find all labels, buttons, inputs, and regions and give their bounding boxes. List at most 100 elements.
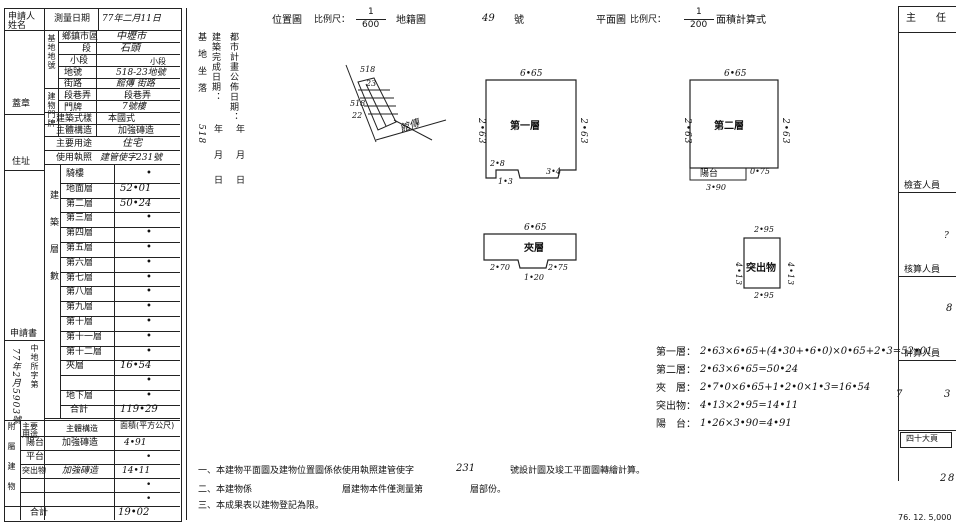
floor-row-label: 第十層 [66, 317, 94, 327]
tower-left: 4•13 [734, 262, 743, 286]
year-label-2: 年 [214, 125, 224, 135]
calc-label: 夾 層： [656, 383, 696, 394]
use-value: 住宅 [122, 138, 142, 149]
floor-row-value: • [146, 286, 152, 298]
calc-label: 陽 台： [656, 419, 696, 430]
section-value: 石頭 [120, 43, 140, 54]
note-2-tail: 層部份。 [470, 485, 507, 495]
attach-struct-label: 主體構造 [66, 424, 98, 433]
floor-row-label: 第九層 [66, 302, 94, 313]
year-label-1: 年 [236, 125, 246, 135]
subsection-label: 小段 [70, 56, 89, 66]
location-scale-label: 比例尺： [314, 15, 351, 25]
received-value: 77年2月5903號 [10, 348, 20, 426]
floor-row-value: • [146, 242, 152, 253]
calc-label: 突出物： [656, 401, 696, 412]
tower-plan [743, 237, 781, 289]
floor-row-value: • [146, 168, 152, 179]
note-2-mid: 層建物本件僅測量第 [342, 485, 424, 495]
survey-date-value: 77年二月11日 [102, 14, 161, 24]
day-label-1: 日 [236, 176, 246, 186]
mezzanine-b3: 2•75 [548, 263, 568, 272]
district-label: 鄉鎮市區 [62, 32, 99, 42]
floor-row-label: 第四層 [66, 228, 94, 239]
floor1-plan [485, 79, 577, 179]
floor-row-value: 52•01 [120, 182, 152, 194]
mezzanine-b2: 1•20 [524, 273, 544, 282]
sketch-lot-2: 23 [366, 79, 377, 88]
floor-row-label: 第六層 [66, 257, 94, 268]
district-value: 中壢市 [116, 31, 146, 42]
door-group-label: 建物門牌 [47, 92, 56, 128]
mark-4: 2 [940, 473, 947, 484]
tower-bottom: 2•95 [754, 291, 774, 300]
section-label: 段 [82, 44, 92, 54]
floor-row-divider [60, 345, 180, 347]
sheet-suffix: 號 [514, 15, 524, 26]
floor-row-value: • [146, 301, 152, 313]
floor-row-label: 第七層 [66, 272, 94, 283]
street-value: 館傳 街路 [116, 79, 155, 89]
note-2: 二、本建物係 [198, 485, 253, 495]
sketch-lot-3: 518 [350, 99, 366, 108]
permit-label: 使用執照 [56, 153, 93, 163]
floor-row-value: • [146, 345, 152, 357]
floor2-title: 第二層 [714, 121, 744, 132]
floor1-b3: 3•4 [546, 167, 561, 176]
location-scale-num: 1 [368, 7, 374, 17]
note-1-num: 231 [456, 463, 476, 474]
floor-row-value: • [146, 316, 152, 327]
floor-row-divider [60, 301, 180, 303]
floor-row-value: • [146, 271, 152, 283]
total-value: 19•02 [118, 507, 150, 518]
location-scale-den: 600 [362, 20, 380, 30]
checker-label: 核算人員 [904, 265, 941, 275]
note-box-label: 四十大頁 [906, 434, 938, 443]
floor-row-divider [60, 242, 180, 243]
calc-expression: 4•13×2•95=14•11 [700, 400, 799, 411]
lane-value: 段巷弄 [124, 91, 152, 101]
floor-row-value: 50•24 [120, 197, 152, 209]
balcony-struct: 加強磚造 [62, 438, 99, 448]
floor-row-divider [60, 390, 180, 391]
calculator-label: 計算人員 [904, 349, 941, 359]
tower-top: 2•95 [754, 225, 774, 234]
floor1-title: 第一層 [510, 121, 540, 132]
floor-row-value: • [146, 375, 152, 387]
floor-row-label: 第二層 [66, 198, 94, 209]
floor-row-divider [60, 360, 180, 362]
extra-row-1: • [146, 480, 152, 490]
dates-block-3: 都市計畫公佈日期： [228, 32, 238, 122]
note-box [900, 432, 952, 448]
survey-date-label: 測量日期 [54, 14, 91, 24]
mezzanine-plan [483, 233, 577, 269]
tower-right: 4•13 [786, 262, 795, 286]
floor-row-value: • [146, 330, 152, 342]
floor-row-divider [60, 271, 180, 273]
section-side-labels: 中地所字第 [30, 344, 39, 389]
subtotal-label: 合計 [70, 405, 89, 415]
mark-3: 3 [944, 389, 951, 400]
floor-row-label: 第十二層 [66, 346, 103, 357]
street-label: 街路 [64, 79, 83, 89]
structure-label: 主體構造 [56, 126, 93, 136]
floor2-right: 2•63 [780, 118, 790, 145]
sketch-lot-4: 22 [352, 111, 363, 120]
sheet-number: 49 [482, 13, 495, 24]
mezzanine-top: 6•65 [524, 223, 547, 233]
plan-label: 平面圖 [596, 15, 626, 26]
floor-row-divider [60, 375, 180, 377]
platform-value: • [146, 452, 152, 462]
lot-value: 518-23地號 [116, 68, 166, 78]
floor2-plan [689, 79, 779, 181]
note-1: 一、本建物平面圖及建物位置圖係依使用執照建管使字 [198, 466, 415, 476]
calc-label: 第二層： [656, 365, 696, 376]
dates-block-2: 建築完成日期： [210, 32, 220, 102]
dates-block-1: 基地坐落 [196, 32, 206, 100]
structure-value: 加強磚造 [118, 126, 155, 136]
floor1-top: 6•65 [520, 69, 543, 79]
area-calc-label: 面積計算式 [716, 15, 766, 26]
lane-label: 段巷弄 [64, 91, 92, 101]
attach-use-label: 主要用途 [22, 422, 38, 439]
tower-label: 突出物 [22, 466, 46, 475]
